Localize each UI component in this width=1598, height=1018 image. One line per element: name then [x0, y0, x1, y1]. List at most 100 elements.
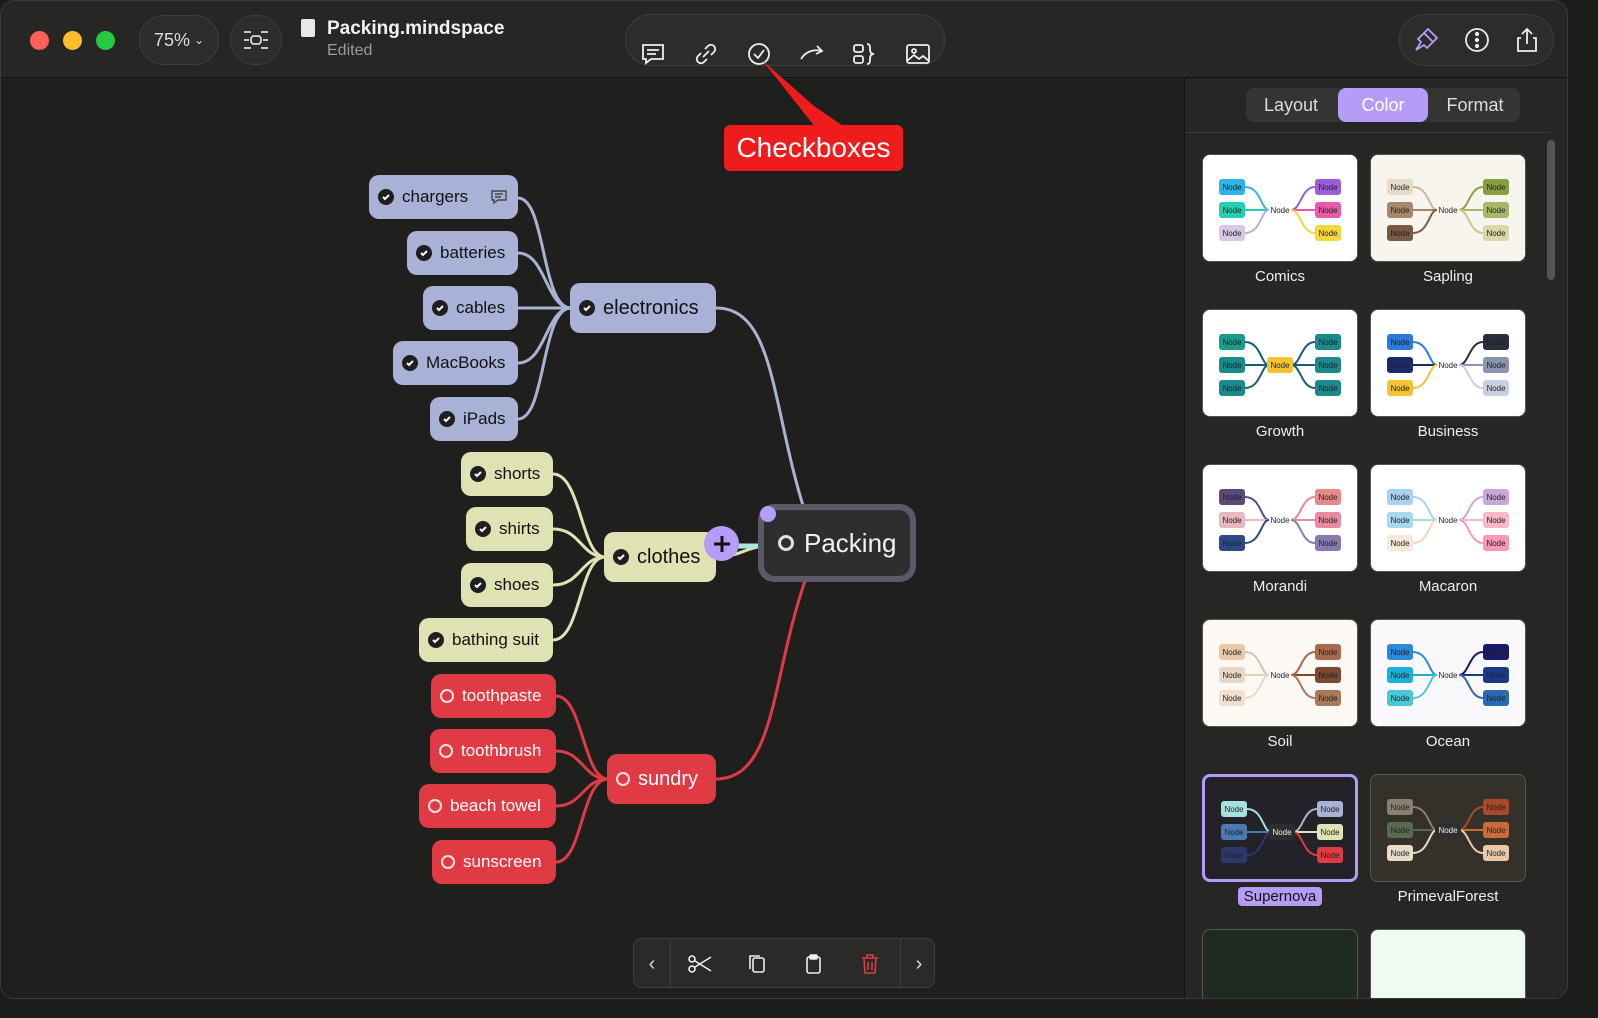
preview-node: Node [1387, 644, 1413, 660]
root-node[interactable]: Packing [764, 510, 910, 576]
share-button[interactable] [1509, 22, 1545, 58]
node-chargers[interactable]: chargers [369, 175, 518, 219]
node-shorts[interactable]: shorts [461, 452, 553, 496]
node-shirts[interactable]: shirts [466, 507, 553, 551]
unchecked-icon[interactable] [428, 799, 442, 813]
zoom-window-button[interactable] [96, 31, 115, 50]
style-button[interactable] [1408, 22, 1444, 58]
unchecked-icon[interactable] [616, 772, 630, 786]
node-toothpaste[interactable]: toothpaste [431, 674, 556, 718]
preview-node: Node [1387, 334, 1413, 350]
checkbox-button[interactable] [741, 36, 777, 72]
cut-button[interactable] [680, 939, 720, 989]
checked-icon[interactable] [416, 245, 432, 261]
relation-arrow-button[interactable] [794, 36, 830, 72]
tab-layout[interactable]: Layout [1263, 94, 1319, 115]
node-sundry[interactable]: sundry [607, 754, 716, 804]
checked-icon[interactable] [428, 632, 444, 648]
checked-icon[interactable] [432, 300, 448, 316]
tab-color[interactable]: Color [1338, 88, 1428, 122]
preview-node: Node [1387, 489, 1413, 505]
next-button[interactable]: › [900, 939, 937, 989]
theme-name: Comics [1202, 268, 1358, 285]
unchecked-icon[interactable] [778, 535, 794, 551]
preview-node: Node [1317, 801, 1343, 817]
preview-node: Node [1315, 334, 1341, 350]
sidebar-scrollbar[interactable] [1547, 140, 1555, 280]
theme-name: Soil [1202, 733, 1358, 750]
svg-text:Node: Node [1270, 206, 1290, 215]
svg-text:Node: Node [1486, 694, 1506, 703]
paste-button[interactable] [794, 939, 834, 989]
minimize-window-button[interactable] [63, 31, 82, 50]
svg-text:Node: Node [1390, 826, 1410, 835]
node-macbooks[interactable]: MacBooks [393, 341, 518, 385]
summary-button[interactable] [847, 36, 883, 72]
svg-text:Node: Node [1222, 384, 1242, 393]
svg-text:Node: Node [1390, 206, 1410, 215]
preview-node: Node [1483, 179, 1509, 195]
outline-toggle-button[interactable] [230, 15, 282, 65]
svg-text:Node: Node [1318, 361, 1338, 370]
comment-button[interactable] [635, 36, 671, 72]
svg-text:Node: Node [1486, 384, 1506, 393]
checked-icon[interactable] [579, 300, 595, 316]
mindmap-canvas[interactable]: chargers batteries cables MacBooks iPads… [1, 60, 1184, 998]
svg-text:Node: Node [1222, 671, 1242, 680]
svg-text:Node: Node [1318, 516, 1338, 525]
tab-format[interactable]: Format [1446, 94, 1504, 115]
drag-handle[interactable] [760, 506, 776, 522]
node-label: sundry [638, 767, 699, 790]
svg-text:Node: Node [1318, 671, 1338, 680]
close-window-button[interactable] [30, 31, 49, 50]
node-toothbrush[interactable]: toothbrush [430, 729, 556, 773]
copy-button[interactable] [737, 939, 777, 989]
node-electronics[interactable]: electronics [570, 283, 716, 333]
checked-icon[interactable] [475, 521, 491, 537]
theme-card-partial[interactable] [1370, 929, 1526, 998]
unchecked-icon[interactable] [440, 689, 454, 703]
delete-button[interactable] [850, 939, 890, 989]
preview-node: Node [1315, 690, 1341, 706]
theme-card-partial[interactable] [1202, 929, 1358, 998]
checked-icon[interactable] [378, 189, 394, 205]
node-label: MacBooks [426, 353, 506, 372]
checkbox-icon [748, 43, 770, 65]
link-button[interactable] [688, 36, 724, 72]
unchecked-icon[interactable] [439, 744, 453, 758]
unchecked-icon[interactable] [441, 855, 455, 869]
node-batteries[interactable]: batteries [407, 231, 518, 275]
node-shoes[interactable]: shoes [461, 563, 553, 607]
checked-icon[interactable] [470, 466, 486, 482]
node-bathing-suit[interactable]: bathing suit [419, 618, 553, 662]
node-ipads[interactable]: iPads [430, 397, 518, 441]
checked-icon[interactable] [470, 577, 486, 593]
checked-icon[interactable] [613, 549, 629, 565]
checked-icon[interactable] [439, 411, 455, 427]
node-cables[interactable]: cables [423, 286, 518, 330]
comment-icon[interactable] [490, 189, 508, 205]
svg-text:Node: Node [1270, 361, 1290, 370]
node-sunscreen[interactable]: sunscreen [432, 840, 556, 884]
root-node-selection[interactable]: Packing [758, 504, 916, 582]
more-button[interactable] [1459, 22, 1495, 58]
node-beach-towel[interactable]: beach towel [419, 784, 556, 828]
prev-button[interactable]: ‹ [634, 939, 671, 989]
add-node-button[interactable] [704, 526, 739, 561]
node-clothes[interactable]: clothes [604, 532, 716, 582]
checked-icon[interactable] [402, 355, 418, 371]
zoom-dropdown[interactable]: 75% ⌄ [139, 15, 219, 65]
image-button[interactable] [900, 36, 936, 72]
